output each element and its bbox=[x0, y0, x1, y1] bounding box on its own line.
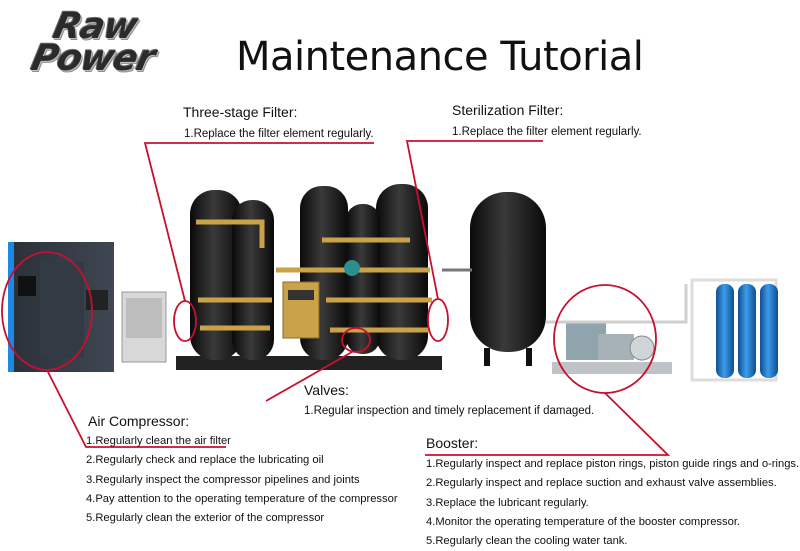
booster-item: 2.Regularly inspect and replace suction … bbox=[426, 477, 777, 490]
booster-item: 3.Replace the lubricant regularly. bbox=[426, 496, 589, 509]
valves-heading: Valves: bbox=[304, 382, 349, 398]
sterilization-filter-heading: Sterilization Filter: bbox=[452, 102, 564, 118]
sterilization-filter-item: 1.Replace the filter element regularly. bbox=[452, 126, 642, 138]
storage-tank bbox=[442, 192, 546, 366]
booster-item: 5.Regularly clean the cooling water tank… bbox=[426, 535, 628, 548]
booster-list: 1.Regularly inspect and replace piston r… bbox=[426, 455, 799, 551]
nitrogen-generator bbox=[176, 184, 442, 370]
air-compressor-item: 1.Regularly clean the air filter bbox=[86, 435, 231, 447]
air-compressor-list: 1.Regularly clean the air filter 2.Regul… bbox=[86, 432, 398, 528]
air-compressor-item: 2.Regularly check and replace the lubric… bbox=[86, 454, 324, 467]
air-compressor-unit bbox=[8, 242, 114, 372]
booster-item: 4.Monitor the operating temperature of t… bbox=[426, 515, 741, 528]
page-title: Maintenance Tutorial bbox=[236, 34, 644, 80]
air-compressor-heading: Air Compressor: bbox=[88, 413, 190, 429]
callouts bbox=[1, 140, 671, 456]
air-compressor-item: 5.Regularly clean the exterior of the co… bbox=[86, 512, 325, 525]
air-compressor-item: 3.Regularly inspect the compressor pipel… bbox=[86, 473, 360, 486]
booster-unit bbox=[546, 284, 688, 374]
valves-item: 1.Regular inspection and timely replacem… bbox=[304, 405, 595, 417]
air-compressor-item: 4.Pay attention to the operating tempera… bbox=[86, 492, 398, 505]
three-stage-filter-item: 1.Replace the filter element regularly. bbox=[184, 128, 374, 140]
booster-item: 1.Regularly inspect and replace piston r… bbox=[426, 458, 800, 470]
three-stage-filter-heading: Three-stage Filter: bbox=[183, 104, 298, 120]
dryer-unit bbox=[121, 291, 167, 363]
gas-cylinders bbox=[690, 278, 778, 382]
booster-heading: Booster: bbox=[426, 435, 479, 451]
